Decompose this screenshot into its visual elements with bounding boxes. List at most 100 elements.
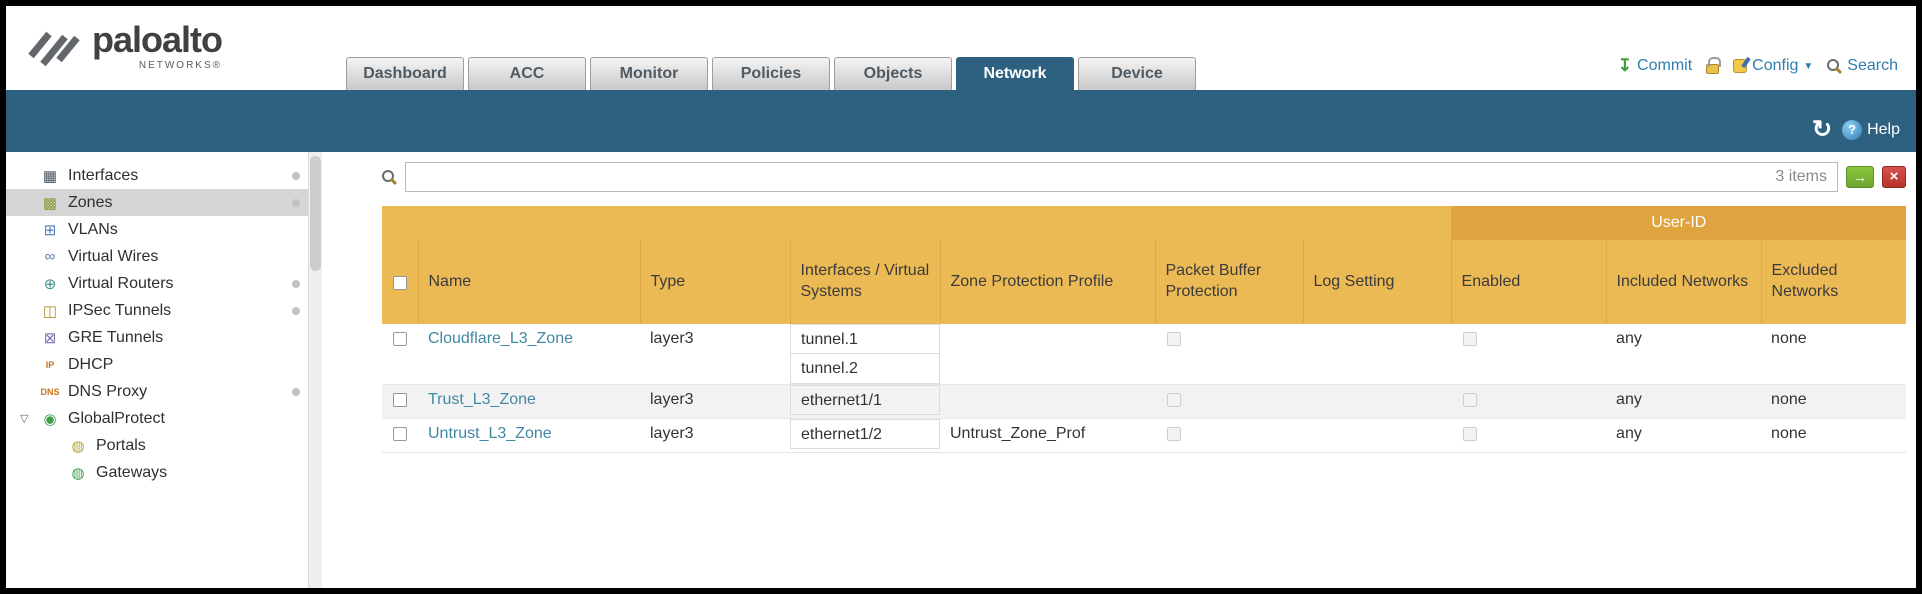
tab-monitor[interactable]: Monitor: [590, 57, 708, 90]
paloalto-logo-mark: [28, 31, 80, 66]
global-search-button[interactable]: Search: [1827, 57, 1898, 75]
tab-acc[interactable]: ACC: [468, 57, 586, 90]
zone-protection-profile-cell: [940, 324, 1155, 385]
col-header-type[interactable]: Type: [639, 240, 790, 324]
sidebar-item-label: Interfaces: [68, 166, 139, 184]
teal-toolbar: ↻ ? Help: [6, 90, 1916, 152]
log-setting-cell: [1303, 418, 1452, 453]
col-header-enabled[interactable]: Enabled: [1450, 240, 1607, 324]
sidebar-item-label: DHCP: [68, 355, 114, 373]
sidebar-item-zones[interactable]: ▩Zones: [6, 189, 308, 216]
tab-device[interactable]: Device: [1078, 57, 1196, 90]
zone-protection-profile-cell: Untrust_Zone_Prof: [940, 418, 1155, 453]
included-networks-cell: any: [1606, 384, 1762, 419]
name-cell: Cloudflare_L3_Zone: [418, 324, 640, 385]
zones-table: User-ID Name Type Interfaces / Virtual S…: [382, 206, 1906, 453]
log-setting-cell: [1303, 324, 1452, 385]
user-id-enabled-checkbox: [1463, 393, 1478, 407]
packet-buffer-protection-checkbox: [1167, 393, 1181, 407]
sidebar-scrollbar[interactable]: [308, 152, 322, 588]
paloalto-logo: paloalto NETWORKS®: [26, 22, 223, 71]
select-all-checkbox[interactable]: [392, 275, 407, 290]
zone-protection-profile-cell: [940, 384, 1155, 419]
sidebar-item-globalprotect[interactable]: ▽ ◉ GlobalProtect: [6, 405, 308, 432]
interfaces-cell: ethernet1/2: [790, 418, 940, 453]
gre-tunnels-icon: ⊠: [43, 329, 57, 347]
commit-button[interactable]: ↧ Commit: [1618, 56, 1692, 76]
sidebar-item-label: Virtual Wires: [68, 247, 159, 265]
commit-label: Commit: [1637, 57, 1693, 74]
help-button[interactable]: ? Help: [1842, 120, 1900, 140]
packet-buffer-protection-checkbox-cell: [1155, 418, 1303, 453]
sidebar-item-gre-tunnels[interactable]: ⊠ GRE Tunnels: [6, 324, 308, 351]
row-checkbox[interactable]: [393, 427, 407, 441]
user-id-group-header: User-ID: [1450, 206, 1906, 240]
log-setting-cell: [1303, 384, 1452, 419]
row-checkbox[interactable]: [393, 393, 407, 407]
interface-entry: ethernet1/1: [790, 385, 940, 415]
clear-filter-button[interactable]: ×: [1882, 166, 1906, 188]
sidebar-item-ipsec-tunnels[interactable]: ◫IPSec Tunnels: [6, 297, 308, 324]
zone-name-link[interactable]: Cloudflare_L3_Zone: [428, 330, 573, 347]
sidebar-item-virtual-wires[interactable]: ∞Virtual Wires: [6, 243, 308, 270]
row-checkbox-cell: [382, 324, 418, 385]
search-icon: [1827, 58, 1842, 74]
tab-policies[interactable]: Policies: [712, 57, 830, 90]
tab-dashboard[interactable]: Dashboard: [346, 57, 464, 90]
header-actions: ↧ Commit Config ▼ Search: [1618, 56, 1898, 76]
col-header-zone-protection[interactable]: Zone Protection Profile: [939, 240, 1155, 324]
sidebar-item-virtual-routers[interactable]: ⊕Virtual Routers: [6, 270, 308, 297]
sidebar-item-interfaces[interactable]: ▦ Interfaces: [6, 162, 308, 189]
included-networks-cell: any: [1606, 418, 1762, 453]
interfaces-icon: ▦: [42, 167, 58, 185]
apply-filter-button[interactable]: →: [1846, 166, 1874, 188]
portals-icon: ◍: [71, 437, 85, 455]
zone-name-link[interactable]: Trust_L3_Zone: [428, 391, 536, 408]
row-checkbox[interactable]: [393, 332, 407, 346]
sidebar-list: ▦Interfaces▩Zones⊞VLANs∞Virtual Wires⊕Vi…: [6, 162, 322, 486]
group-header-spacer: [382, 206, 1452, 240]
table-group-header-row: User-ID: [382, 206, 1906, 240]
col-header-interfaces[interactable]: Interfaces / Virtual Systems: [789, 240, 940, 324]
zone-name-link[interactable]: Untrust_L3_Zone: [428, 425, 552, 442]
brand-subtitle: NETWORKS®: [138, 60, 223, 71]
refresh-icon[interactable]: ↻: [1811, 116, 1833, 143]
col-header-name[interactable]: Name: [417, 240, 640, 324]
sidebar-item-label: Portals: [96, 436, 146, 454]
scrollbar-thumb[interactable]: [310, 156, 321, 271]
status-dot: [292, 387, 300, 396]
table-header-row: Name Type Interfaces / Virtual Systems Z…: [382, 240, 1906, 324]
filter-input[interactable]: [414, 163, 1767, 191]
col-header-packet-buffer[interactable]: Packet Buffer Protection: [1154, 240, 1303, 324]
globalprotect-icon: ◉: [43, 410, 57, 428]
sidebar-item-label: GlobalProtect: [68, 409, 165, 427]
virtual-routers-icon: ⊕: [43, 275, 57, 293]
sidebar-item-label: GRE Tunnels: [68, 328, 164, 346]
lock-icon[interactable]: [1706, 57, 1722, 74]
col-header-log-setting[interactable]: Log Setting: [1302, 240, 1452, 324]
tab-network[interactable]: Network: [956, 57, 1074, 90]
tab-objects[interactable]: Objects: [834, 57, 952, 90]
gateways-icon: ◍: [71, 464, 85, 482]
included-networks-cell: any: [1606, 324, 1762, 385]
row-checkbox-cell: [382, 418, 418, 453]
interfaces-cell: ethernet1/1: [790, 384, 940, 419]
sidebar-item-portals[interactable]: ◍ Portals: [6, 432, 308, 459]
col-header-included-networks[interactable]: Included Networks: [1605, 240, 1762, 324]
excluded-networks-cell: none: [1761, 384, 1906, 419]
sidebar-item-label: Gateways: [96, 463, 168, 481]
zones-icon: ▩: [42, 194, 58, 212]
status-dot: [292, 171, 300, 180]
expander-icon[interactable]: ▽: [20, 413, 29, 425]
user-id-enabled-checkbox: [1463, 332, 1478, 346]
config-menu-button[interactable]: Config ▼: [1733, 57, 1813, 75]
sidebar-item-gateways[interactable]: ◍ Gateways: [6, 459, 308, 486]
sidebar-item-vlans[interactable]: ⊞VLANs: [6, 216, 308, 243]
col-header-excluded-networks[interactable]: Excluded Networks: [1760, 240, 1906, 324]
